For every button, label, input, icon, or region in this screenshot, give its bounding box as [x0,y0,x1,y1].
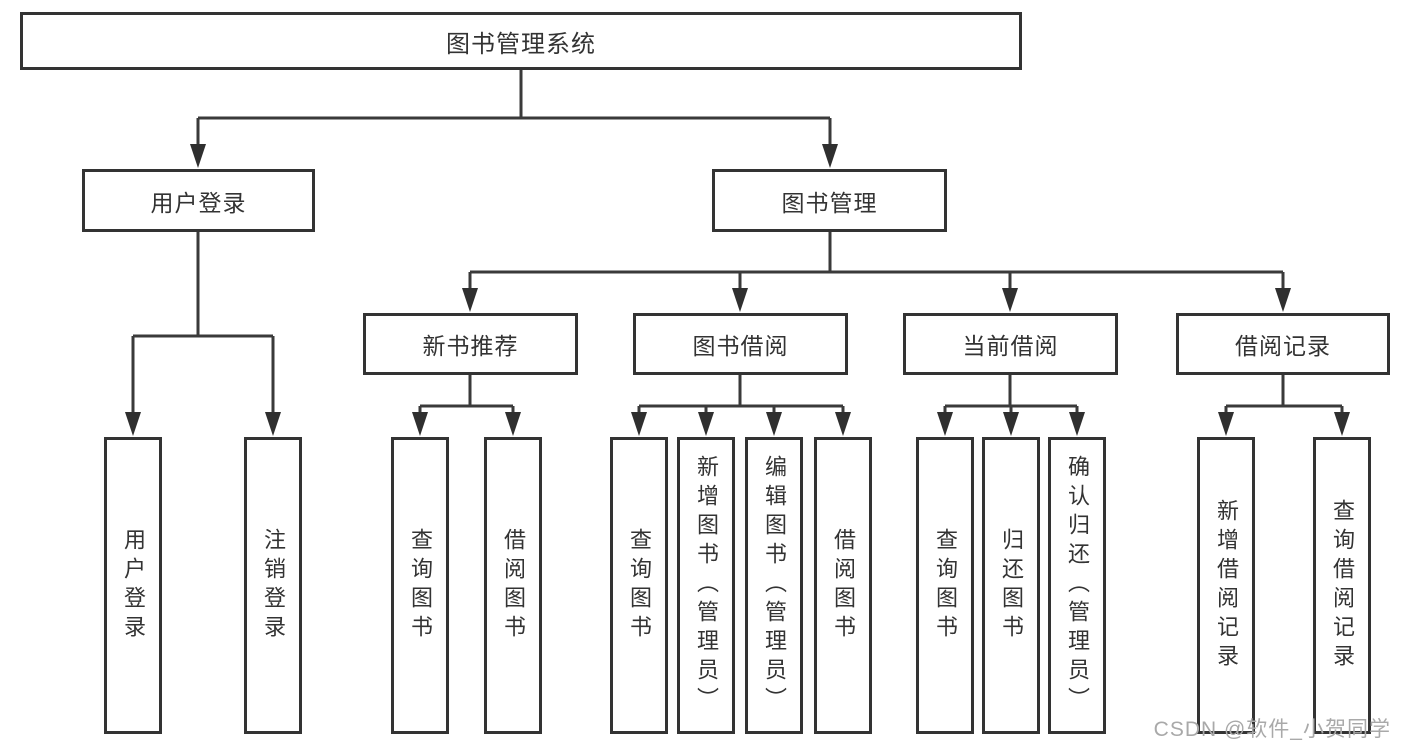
connector-borrow-records-to-leaves [1224,375,1344,418]
connector-book-borrowing-to-leaves [637,375,845,418]
node-current-borrowing: 当前借阅 [903,313,1118,375]
connector-book-mgmt-to-level3 [468,232,1285,294]
node-book-borrowing: 图书借阅 [633,313,848,375]
leaf-logout: 注销登录 [244,437,302,734]
arrowhead [835,412,851,436]
arrowhead [1002,288,1018,312]
leaf-query-books-borrowing: 查询图书 [610,437,668,734]
arrowhead [412,412,428,436]
leaf-confirm-return-admin: 确认归还（管理员） [1048,437,1106,734]
arrowhead [505,412,521,436]
leaf-return-books: 归还图书 [982,437,1040,734]
arrowhead [125,412,141,436]
leaf-add-borrow-record: 新增借阅记录 [1197,437,1255,734]
connector-current-borrowing-to-leaves [943,375,1079,418]
csdn-watermark: CSDN @软件_小贺同学 [1153,718,1391,741]
arrowhead [462,288,478,312]
leaf-query-borrow-record: 查询借阅记录 [1313,437,1371,734]
arrowhead [1069,412,1085,436]
node-library-management-system: 图书管理系统 [20,12,1022,70]
arrowhead [1003,412,1019,436]
node-book-management: 图书管理 [712,169,947,232]
node-borrowing-records: 借阅记录 [1176,313,1390,375]
arrowhead [1334,412,1350,436]
connector-new-book-to-leaves [418,375,515,418]
arrowhead [698,412,714,436]
connector-user-login-to-leaves [131,232,275,418]
arrowhead [265,412,281,436]
arrowhead [937,412,953,436]
leaf-user-login: 用户登录 [104,437,162,734]
arrowhead [190,144,206,168]
leaf-borrow-books-recommend: 借阅图书 [484,437,542,734]
leaf-edit-book-admin: 编辑图书（管理员） [745,437,803,734]
leaf-add-book-admin: 新增图书（管理员） [677,437,735,734]
leaf-borrow-books-borrowing: 借阅图书 [814,437,872,734]
node-new-book-recommend: 新书推荐 [363,313,578,375]
arrowhead [822,144,838,168]
arrowhead [732,288,748,312]
arrowhead [766,412,782,436]
node-user-login: 用户登录 [82,169,315,232]
leaf-query-books-current: 查询图书 [916,437,974,734]
leaf-query-books-recommend: 查询图书 [391,437,449,734]
arrowhead [1218,412,1234,436]
arrowhead [631,412,647,436]
connector-root-to-level2 [196,70,832,150]
arrowhead [1275,288,1291,312]
